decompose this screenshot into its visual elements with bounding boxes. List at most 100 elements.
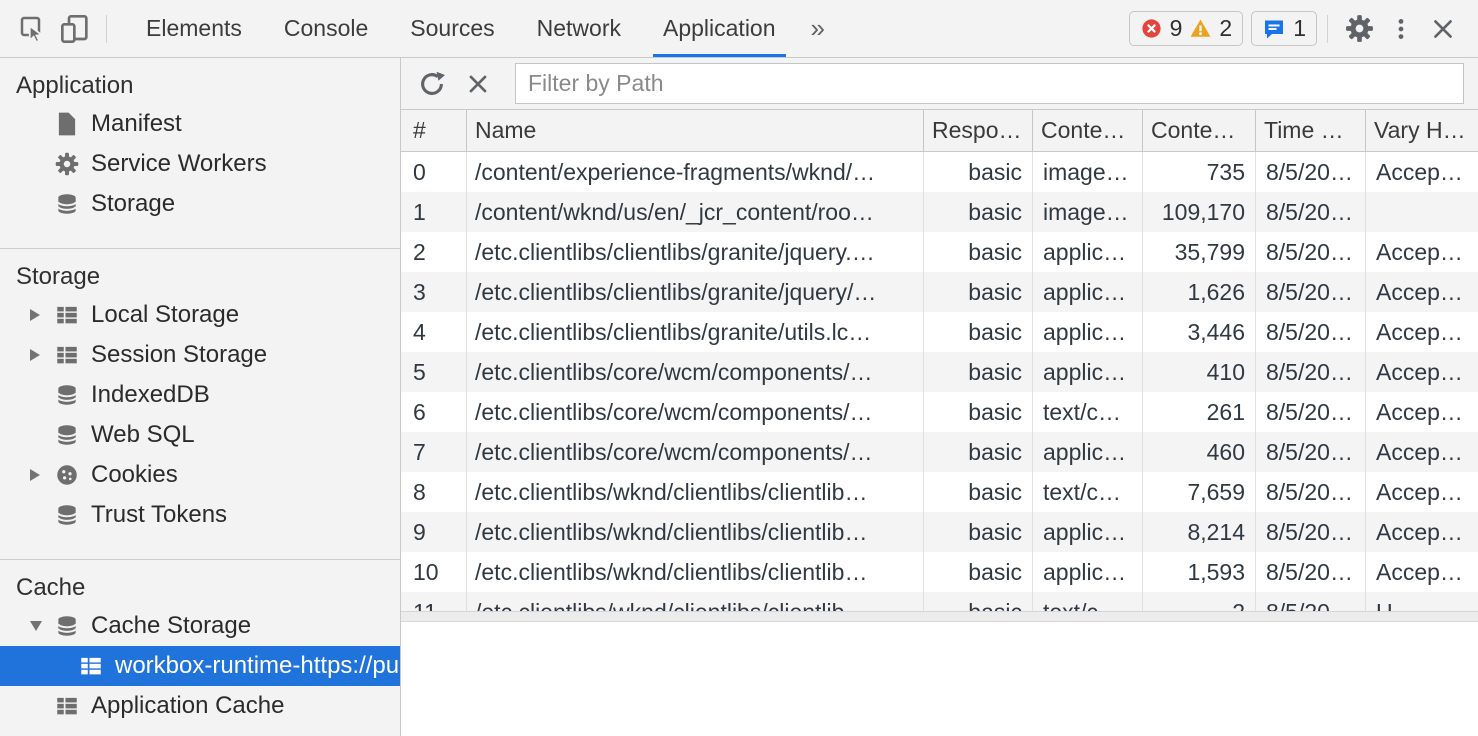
cell-content-length: 261 (1143, 392, 1256, 432)
tab-elements[interactable]: Elements (136, 0, 252, 57)
inspect-element-button[interactable] (12, 7, 54, 51)
refresh-icon (417, 69, 447, 99)
database-icon (54, 502, 80, 528)
sidebar-item-application-cache[interactable]: Application Cache (0, 686, 400, 726)
close-devtools-button[interactable] (1422, 7, 1464, 51)
error-count: 9 (1170, 15, 1183, 42)
cell-content-length: 735 (1143, 152, 1256, 192)
sidebar-section-application: Application Manifest (0, 58, 400, 248)
cell-vary-header: Accep… (1366, 152, 1478, 192)
column-header-content-length[interactable]: Conte… (1143, 110, 1256, 151)
column-header-response-type[interactable]: Respo… (924, 110, 1033, 151)
cell-vary-header (1366, 192, 1478, 232)
cell-response-type: basic (924, 392, 1033, 432)
clear-x-icon (465, 71, 491, 97)
cell-content-type: image… (1033, 152, 1143, 192)
sidebar-item-service-workers[interactable]: Service Workers (0, 144, 400, 184)
chevron-right-icon (30, 309, 40, 321)
panel-tabs: Elements Console Sources Network Applica… (125, 0, 839, 57)
sidebar-item-cache-storage[interactable]: Cache Storage (0, 606, 400, 646)
cell-name: /etc.clientlibs/wknd/clientlibs/clientli… (467, 512, 924, 552)
sidebar-item-label: Local Storage (91, 301, 239, 329)
sidebar-item-local-storage[interactable]: Local Storage (0, 295, 400, 335)
table-row[interactable]: 9 /etc.clientlibs/wknd/clientlibs/client… (401, 512, 1478, 552)
cell-vary-header: U… (1366, 592, 1478, 611)
settings-button[interactable] (1338, 7, 1380, 51)
tab-sources[interactable]: Sources (400, 0, 504, 57)
table-row[interactable]: 5 /etc.clientlibs/core/wcm/components/… … (401, 352, 1478, 392)
expand-arrow[interactable] (30, 309, 54, 321)
cell-content-length: 109,170 (1143, 192, 1256, 232)
cell-index: 0 (401, 152, 467, 192)
cell-vary-header: Accep… (1366, 392, 1478, 432)
cell-index: 11 (401, 592, 467, 611)
table-row[interactable]: 0 /content/experience-fragments/wknd/… b… (401, 152, 1478, 192)
table-header-row: # Name Respo… Conte… Conte… Time … Vary … (401, 110, 1478, 152)
expand-arrow[interactable] (30, 349, 54, 361)
column-header-index[interactable]: # (401, 110, 467, 151)
inspect-icon (18, 14, 48, 44)
tab-application[interactable]: Application (653, 0, 786, 57)
table-row[interactable]: 6 /etc.clientlibs/core/wcm/components/… … (401, 392, 1478, 432)
device-toolbar-icon (59, 13, 91, 45)
cell-time-cached: 8/5/20… (1256, 512, 1366, 552)
table-row[interactable]: 3 /etc.clientlibs/clientlibs/granite/jqu… (401, 272, 1478, 312)
sidebar-item-manifest[interactable]: Manifest (0, 104, 400, 144)
table-row[interactable]: 11 /etc.clientlibs/wknd/clientlibs/clien… (401, 592, 1478, 611)
cell-content-length: 1,626 (1143, 272, 1256, 312)
sidebar-item-cache-entry-workbox[interactable]: workbox-runtime-https://pu (0, 646, 400, 686)
cell-time-cached: 8/5/20… (1256, 432, 1366, 472)
cell-response-type: basic (924, 512, 1033, 552)
expand-arrow[interactable] (30, 469, 54, 481)
console-status-badge[interactable]: 9 2 (1129, 11, 1244, 46)
sidebar-item-trust-tokens[interactable]: Trust Tokens (0, 495, 400, 535)
cell-content-type: text/c… (1033, 472, 1143, 512)
chevron-double-icon: » (811, 13, 825, 44)
tab-console[interactable]: Console (274, 0, 378, 57)
sidebar-item-web-sql[interactable]: Web SQL (0, 415, 400, 455)
warning-icon (1189, 17, 1212, 40)
issues-badge[interactable]: 1 (1251, 11, 1317, 46)
cell-content-type: applic… (1033, 312, 1143, 352)
database-icon (54, 382, 80, 408)
column-header-time-cached[interactable]: Time … (1256, 110, 1366, 151)
sidebar-item-indexeddb[interactable]: IndexedDB (0, 375, 400, 415)
cell-content-type: image… (1033, 192, 1143, 232)
table-row[interactable]: 4 /etc.clientlibs/clientlibs/granite/uti… (401, 312, 1478, 352)
more-options-button[interactable] (1380, 7, 1422, 51)
table-row[interactable]: 1 /content/wknd/us/en/_jcr_content/roo… … (401, 192, 1478, 232)
cell-name: /etc.clientlibs/wknd/clientlibs/clientli… (467, 552, 924, 592)
delete-selected-button[interactable] (455, 61, 501, 107)
sidebar-item-session-storage[interactable]: Session Storage (0, 335, 400, 375)
sidebar-item-storage[interactable]: Storage (0, 184, 400, 224)
cell-name: /content/experience-fragments/wknd/… (467, 152, 924, 192)
cell-vary-header: Accep… (1366, 552, 1478, 592)
cell-name: /etc.clientlibs/core/wcm/components/… (467, 392, 924, 432)
cell-content-length: 7,659 (1143, 472, 1256, 512)
table-row[interactable]: 7 /etc.clientlibs/core/wcm/components/… … (401, 432, 1478, 472)
cell-name: /etc.clientlibs/clientlibs/granite/jquer… (467, 232, 924, 272)
cell-name: /etc.clientlibs/core/wcm/components/… (467, 352, 924, 392)
horizontal-scrollbar[interactable] (401, 611, 1478, 622)
cell-time-cached: 8/5/20… (1256, 312, 1366, 352)
section-title: Application (0, 68, 400, 104)
table-row[interactable]: 8 /etc.clientlibs/wknd/clientlibs/client… (401, 472, 1478, 512)
column-header-vary-header[interactable]: Vary H… (1366, 110, 1478, 151)
device-toolbar-button[interactable] (54, 7, 96, 51)
cell-time-cached: 8/5/20… (1256, 592, 1366, 611)
sidebar-item-cookies[interactable]: Cookies (0, 455, 400, 495)
cell-index: 5 (401, 352, 467, 392)
more-tabs-button[interactable]: » (797, 0, 839, 57)
refresh-button[interactable] (409, 61, 455, 107)
sidebar-item-label: Storage (91, 190, 175, 218)
cell-content-type: applic… (1033, 552, 1143, 592)
table-row[interactable]: 10 /etc.clientlibs/wknd/clientlibs/clien… (401, 552, 1478, 592)
tab-network[interactable]: Network (527, 0, 631, 57)
column-header-content-type[interactable]: Conte… (1033, 110, 1143, 151)
collapse-arrow[interactable] (30, 621, 54, 631)
column-header-name[interactable]: Name (467, 110, 924, 151)
cell-content-length: 410 (1143, 352, 1256, 392)
cell-index: 9 (401, 512, 467, 552)
table-row[interactable]: 2 /etc.clientlibs/clientlibs/granite/jqu… (401, 232, 1478, 272)
filter-by-path-input[interactable] (515, 63, 1464, 104)
